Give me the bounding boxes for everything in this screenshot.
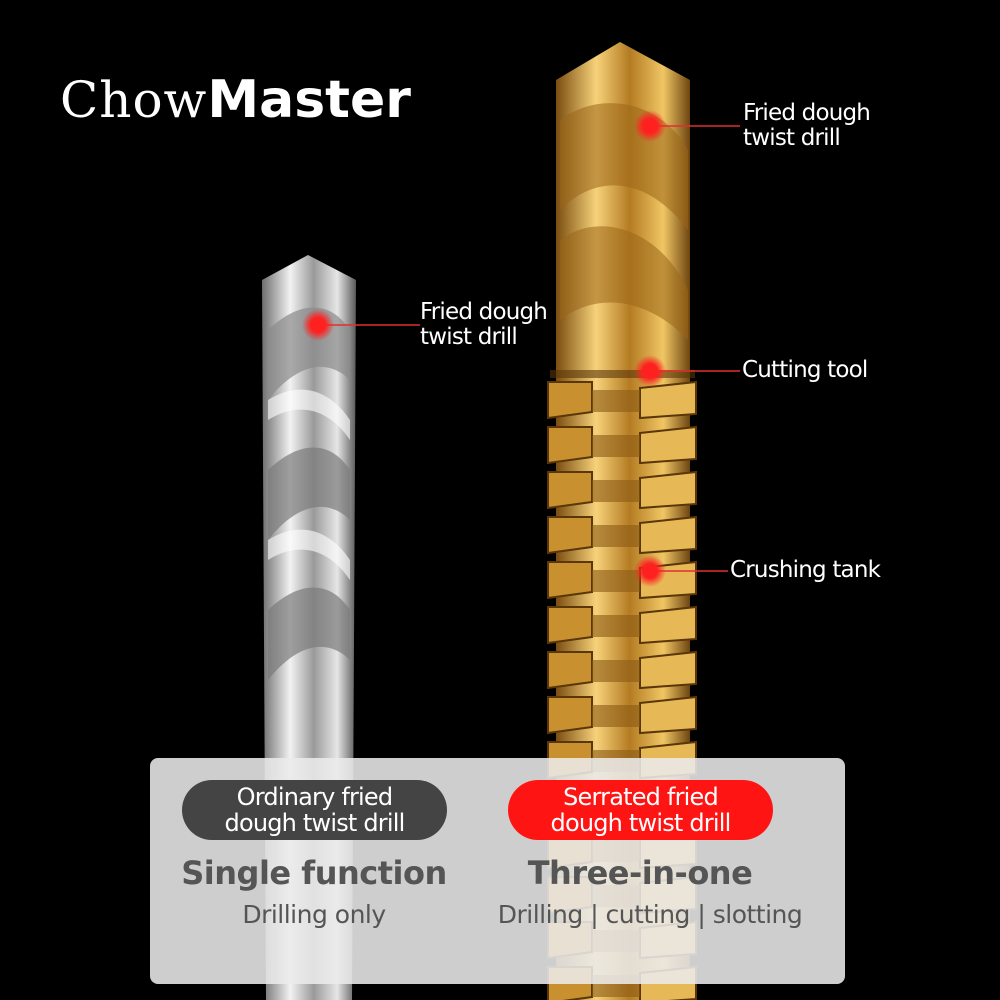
callout-gold-tip: Fried dough twist drill [743,100,871,151]
ordinary-drill-pill: Ordinary fried dough twist drill [182,780,447,840]
callout-silver-tip: Fried dough twist drill [420,299,548,350]
brand-logo: ChowMaster [60,70,411,130]
comparison-panel: Ordinary fried dough twist drill Serrate… [150,758,845,984]
callout-silver-tip-line1: Fried dough [420,299,548,325]
serrated-pill-line2: dough twist drill [550,809,732,837]
ordinary-pill-line1: Ordinary fried [236,783,393,811]
brand-logo-bold: Master [207,70,411,130]
serrated-pill-line1: Serrated fried [563,783,719,811]
three-in-one-heading: Three-in-one [527,854,753,892]
callout-gold-tip-line2: twist drill [743,125,841,151]
single-function-heading: Single function [181,854,447,892]
callout-markers [302,110,740,587]
brand-logo-light: Chow [60,71,208,129]
serrated-drill-pill: Serrated fried dough twist drill [508,780,773,840]
callout-cutting-tool: Cutting tool [742,357,868,383]
drilling-only-text: Drilling only [242,900,386,929]
callout-silver-tip-line2: twist drill [420,324,518,350]
three-functions-text: Drilling | cutting | slotting [497,900,803,929]
callout-crushing-tank: Crushing tank [730,557,881,583]
ordinary-pill-line2: dough twist drill [224,809,406,837]
callout-gold-tip-line1: Fried dough [743,100,871,126]
